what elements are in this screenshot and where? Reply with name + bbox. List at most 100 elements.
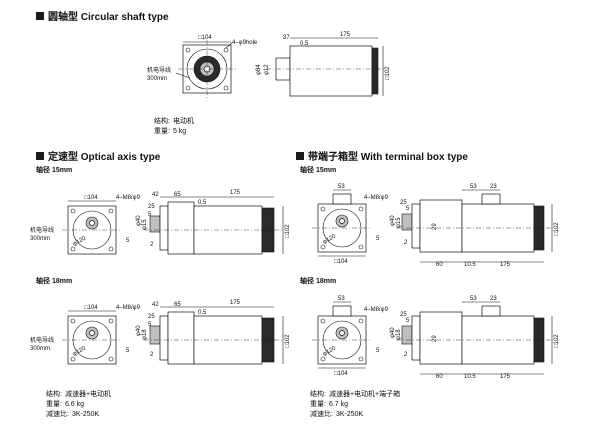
section-title-circular: 圆轴型 Circular shaft type — [36, 8, 169, 23]
dim-25: 25 — [400, 312, 407, 318]
dim-25: 25 — [148, 314, 155, 320]
optical-18-side-view: 42 65 175 0.5 25 5 φ40 φ18 5 2 □102 — [126, 300, 291, 365]
dim-175: 175 — [500, 374, 511, 380]
terminal-15-side-view: 53 23 25 5 φ40 φ15 29 5 2 60 10.5 175 □1… — [376, 184, 560, 268]
dim-sq104: □104 — [198, 35, 212, 41]
dim-phi40: φ40 — [136, 215, 142, 226]
dim-5: 5 — [406, 318, 410, 324]
weight-label: 重量: — [310, 401, 326, 408]
dim-42: 42 — [152, 302, 159, 308]
dim-10-5: 10.5 — [464, 374, 476, 380]
dim-sq102: □102 — [285, 334, 291, 348]
dim-mb9: 4–M8/φ9 — [116, 305, 141, 311]
dim-key5: 5 — [126, 348, 130, 354]
wire-label: 机电导线 — [147, 66, 171, 74]
dim-phi15: φ15 — [142, 219, 148, 230]
dim-sq104: □104 — [334, 371, 348, 377]
dim-phi40: φ40 — [390, 327, 396, 338]
square-bullet-icon — [36, 151, 44, 160]
weight-label: 重量: — [46, 401, 62, 408]
shaft-label-optical-15: 轴径 15mm — [36, 167, 73, 174]
dim-mb9: 4–M8/φ9 — [364, 307, 389, 313]
dim-53: 53 — [338, 296, 345, 302]
dim-phi84: φ84 — [256, 64, 262, 75]
dim-2: 2 — [150, 242, 154, 248]
dim-53: 53 — [470, 184, 477, 190]
terminal-18-side-view: 53 23 25 5 φ40 φ18 29 5 2 60 10.5 175 □1… — [376, 296, 560, 380]
structure-label: 结构: — [154, 118, 170, 125]
optical-title-text: 定速型 Optical axis type — [48, 152, 161, 163]
dim-53: 53 — [470, 296, 477, 302]
structure-value: 电动机 — [172, 118, 194, 125]
dim-60: 60 — [436, 374, 443, 380]
structure-label: 结构: — [46, 391, 62, 398]
dim-0-5: 0.5 — [198, 310, 207, 316]
spec-terminal: 结构:减速器+电动机+端子箱 重量:6.7 kg 减速比:3K-250K — [310, 390, 400, 420]
dim-42: 42 — [152, 192, 159, 198]
dim-sq102: □102 — [554, 334, 560, 348]
square-bullet-icon — [296, 151, 304, 160]
shaft-label-terminal-15: 轴径 15mm — [300, 167, 337, 174]
dim-5: 5 — [148, 212, 152, 218]
dim-65: 65 — [174, 192, 181, 198]
ratio-value: 3K-250K — [335, 411, 364, 418]
dim-0-5: 0.5 — [300, 41, 309, 47]
dim-phi40: φ40 — [390, 215, 396, 226]
dim-60: 60 — [436, 262, 443, 268]
dim-sq104: □104 — [84, 195, 98, 201]
dim-175: 175 — [340, 32, 351, 38]
dim-phi18: φ18 — [142, 329, 148, 340]
weight-value: 5 kg — [172, 128, 187, 135]
structure-label: 结构: — [310, 391, 326, 398]
ratio-label: 减速比: — [310, 411, 333, 418]
optical-15-side-view: 42 65 175 0.5 25 5 φ40 φ15 5 2 □102 — [126, 190, 291, 255]
dim-175: 175 — [500, 262, 511, 268]
dim-2: 2 — [150, 352, 154, 358]
dim-key5: 5 — [376, 348, 380, 354]
dim-hole: 4–φ9hole — [232, 40, 258, 46]
dim-23: 23 — [490, 184, 497, 190]
dim-sq104: □104 — [334, 259, 348, 265]
weight-label: 重量: — [154, 128, 170, 135]
wire-length: 300mm — [30, 236, 50, 242]
structure-value: 减速器+电动机 — [64, 391, 112, 398]
dim-175: 175 — [230, 190, 241, 196]
dim-29: 29 — [432, 335, 438, 342]
dim-phi15: φ15 — [396, 217, 402, 228]
wire-length: 300mm — [147, 76, 167, 82]
dim-key5: 5 — [376, 236, 380, 242]
dim-23: 23 — [490, 296, 497, 302]
spec-optical: 结构:减速器+电动机 重量:6.6 kg 减速比:3K-250K — [46, 390, 111, 420]
optical-15-front-view: □104 4–M8/φ9 机电导线 300mm φ120 — [30, 195, 141, 255]
dim-2: 2 — [404, 352, 408, 358]
circular-front-view: □104 4–φ9hole 机电导线 300mm — [147, 35, 258, 98]
structure-value: 减速器+电动机+端子箱 — [328, 391, 401, 398]
section-title-optical: 定速型 Optical axis type — [36, 148, 160, 163]
dim-sq102: □102 — [285, 224, 291, 238]
dim-sq104: □104 — [84, 305, 98, 311]
terminal-15-front-view: 53 4–M8/φ9 □104 φ120 — [312, 184, 389, 265]
dim-10-5: 10.5 — [464, 262, 476, 268]
dim-25: 25 — [148, 204, 155, 210]
circular-title-text: 圆轴型 Circular shaft type — [48, 12, 169, 23]
shaft-label-optical-18: 轴径 18mm — [36, 278, 73, 285]
dim-phi18: φ18 — [396, 329, 402, 340]
wire-label: 机电导线 — [30, 336, 54, 344]
weight-value: 6.6 kg — [64, 401, 85, 408]
spec-circular: 结构:电动机 重量:5 kg — [154, 117, 194, 137]
shaft-label-terminal-18: 轴径 18mm — [300, 278, 337, 285]
optical-18-front-view: □104 4–M8/φ9 机电导线 300mm φ120 — [30, 305, 141, 365]
dim-0-5: 0.5 — [198, 200, 207, 206]
dim-2: 2 — [404, 240, 408, 246]
terminal-title-text: 带端子箱型 With terminal box type — [308, 152, 468, 163]
dim-sq102: □102 — [385, 66, 391, 80]
dim-phi40: φ40 — [136, 325, 142, 336]
wire-label: 机电导线 — [30, 226, 54, 234]
dim-29: 29 — [432, 223, 438, 230]
dim-37: 37 — [283, 35, 290, 41]
terminal-18-front-view: 53 4–M8/φ9 □104 φ120 — [312, 296, 389, 377]
dim-5: 5 — [148, 322, 152, 328]
dim-mb9: 4–M8/φ9 — [116, 195, 141, 201]
wire-length: 300mm — [30, 346, 50, 352]
